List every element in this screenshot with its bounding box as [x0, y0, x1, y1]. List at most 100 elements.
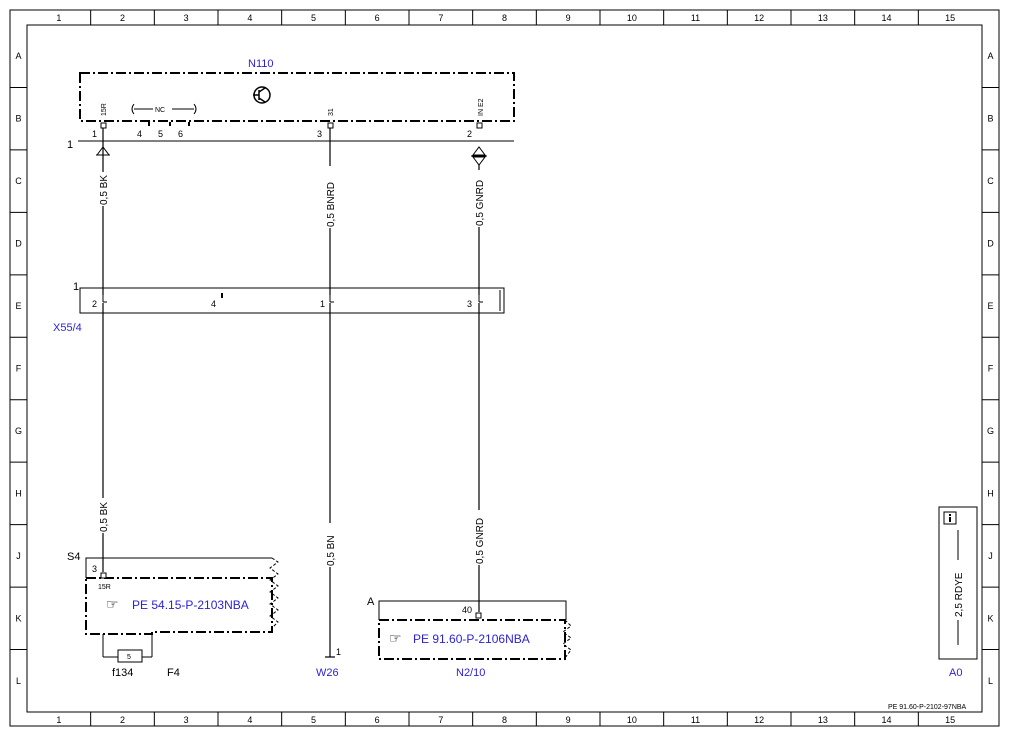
x55-4-pin-markers — [102, 293, 483, 303]
a0-label[interactable]: A0 — [949, 667, 962, 679]
wire-label-gnrd-bottom[interactable]: 0,5 GNRD — [475, 518, 486, 564]
row-label-left: H — [15, 488, 22, 498]
row-label-left: D — [15, 239, 22, 249]
n110-box[interactable] — [79, 72, 515, 122]
n110-reference-number: 1 — [67, 139, 73, 151]
column-label-bottom: 1 — [56, 715, 61, 725]
n110-nc-pin-ticks — [148, 122, 190, 126]
x55-4-reference: 1 — [73, 281, 79, 293]
n2-10-pin-40: 40 — [462, 605, 472, 615]
info-icon[interactable] — [943, 511, 957, 525]
column-label-bottom: 4 — [247, 715, 252, 725]
column-label-top: 6 — [375, 13, 380, 23]
column-label-bottom: 11 — [691, 715, 700, 725]
s4-label[interactable]: S4 — [67, 551, 80, 563]
s4-pin-marker — [100, 572, 107, 579]
x55-4-box[interactable] — [79, 287, 505, 314]
column-label-bottom: 12 — [754, 715, 764, 725]
s4-reference-doc[interactable]: PE 54.15-P-2103NBA — [132, 598, 249, 612]
row-label-left: L — [16, 676, 21, 686]
column-label-top: 9 — [566, 13, 571, 23]
fuse-number: 5 — [127, 654, 131, 661]
column-label-top: 15 — [945, 13, 955, 23]
x55-4-pin-3: 3 — [467, 299, 472, 309]
n2-10-reference: A — [367, 596, 375, 608]
row-label-right: H — [987, 488, 994, 498]
row-label-right: C — [987, 176, 994, 186]
n2-10-pointer-icon[interactable]: ☞ — [389, 630, 402, 646]
wires — [102, 128, 480, 658]
row-label-left: C — [15, 176, 22, 186]
column-label-bottom: 15 — [945, 715, 955, 725]
wire-label-bn[interactable]: 0,5 BN — [326, 535, 337, 566]
n2-10-box-top — [378, 600, 567, 620]
wire-label-bnrd[interactable]: 0,5 BNRD — [326, 182, 337, 227]
row-label-right: J — [988, 551, 993, 561]
n2-10-label[interactable]: N2/10 — [456, 667, 485, 679]
wire-label-bk-bottom[interactable]: 0,5 BK — [99, 502, 110, 532]
column-label-bottom: 6 — [375, 715, 380, 725]
n2-10-reference-doc[interactable]: PE 91.60-P-2106NBA — [413, 632, 530, 646]
document-id: PE 91.60-P-2102-97NBA — [888, 704, 967, 711]
n110-pin-markers — [100, 122, 483, 129]
inner-frame — [26, 24, 983, 713]
row-label-left: J — [16, 551, 21, 561]
column-label-top: 14 — [881, 13, 891, 23]
fuse-block-name[interactable]: F4 — [167, 667, 180, 679]
row-label-right: A — [987, 51, 993, 61]
n110-pin-2: 2 — [467, 129, 472, 139]
x55-4-pin-4: 4 — [211, 299, 216, 309]
row-label-left: A — [15, 51, 21, 61]
column-label-top: 13 — [818, 13, 828, 23]
column-label-top: 10 — [627, 13, 637, 23]
a0-wire-label[interactable]: 2,5 RDYE — [954, 572, 965, 617]
n2-10-box[interactable] — [378, 619, 566, 660]
row-label-right: D — [987, 239, 994, 249]
column-label-bottom: 13 — [818, 715, 828, 725]
x55-4-pin-1: 1 — [320, 299, 325, 309]
connector-arrow-wire3 — [471, 146, 487, 166]
n110-pin-3: 3 — [317, 129, 322, 139]
column-label-top: 8 — [502, 13, 507, 23]
row-label-left: F — [16, 364, 22, 374]
column-label-top: 4 — [247, 13, 252, 23]
n110-pin-in-e2-label: IN E2 — [478, 98, 485, 116]
row-label-right: E — [987, 301, 993, 311]
x55-4-pin-2: 2 — [92, 299, 97, 309]
s4-break-mark — [269, 557, 279, 629]
n110-pin-15r-label: 15R — [101, 103, 108, 116]
row-label-left: K — [15, 613, 21, 623]
n110-pin-5: 5 — [158, 129, 163, 139]
n110-pin-4: 4 — [137, 129, 142, 139]
column-label-top: 2 — [120, 13, 125, 23]
wire-label-gnrd-top[interactable]: 0,5 GNRD — [475, 180, 486, 226]
column-label-bottom: 9 — [566, 715, 571, 725]
column-label-top: 3 — [184, 13, 189, 23]
column-label-bottom: 3 — [184, 715, 189, 725]
row-label-right: L — [988, 676, 993, 686]
column-label-bottom: 8 — [502, 715, 507, 725]
s4-pin-15r: 15R — [98, 584, 111, 591]
wire-label-bk-top[interactable]: 0,5 BK — [99, 175, 110, 205]
fuse-body[interactable] — [117, 649, 143, 663]
column-label-bottom: 10 — [627, 715, 637, 725]
n110-pin-1: 1 — [92, 129, 97, 139]
s4-pin-3: 3 — [92, 564, 97, 574]
w26-label[interactable]: W26 — [316, 667, 339, 679]
n110-pin-31-label: 31 — [328, 108, 335, 116]
column-label-top: 12 — [754, 13, 764, 23]
n110-label[interactable]: N110 — [248, 58, 273, 70]
x55-4-label[interactable]: X55/4 — [53, 322, 82, 334]
n110-pin-6: 6 — [178, 129, 183, 139]
fuse-name[interactable]: f134 — [112, 667, 133, 679]
row-label-right: G — [987, 426, 994, 436]
transistor-icon — [253, 86, 271, 104]
s4-box-top — [85, 557, 272, 578]
column-label-bottom: 14 — [881, 715, 891, 725]
column-label-top: 7 — [438, 13, 443, 23]
s4-box[interactable] — [85, 577, 273, 635]
a0-box[interactable] — [938, 506, 978, 660]
column-label-bottom: 2 — [120, 715, 125, 725]
s4-pointer-icon[interactable]: ☞ — [106, 596, 119, 612]
